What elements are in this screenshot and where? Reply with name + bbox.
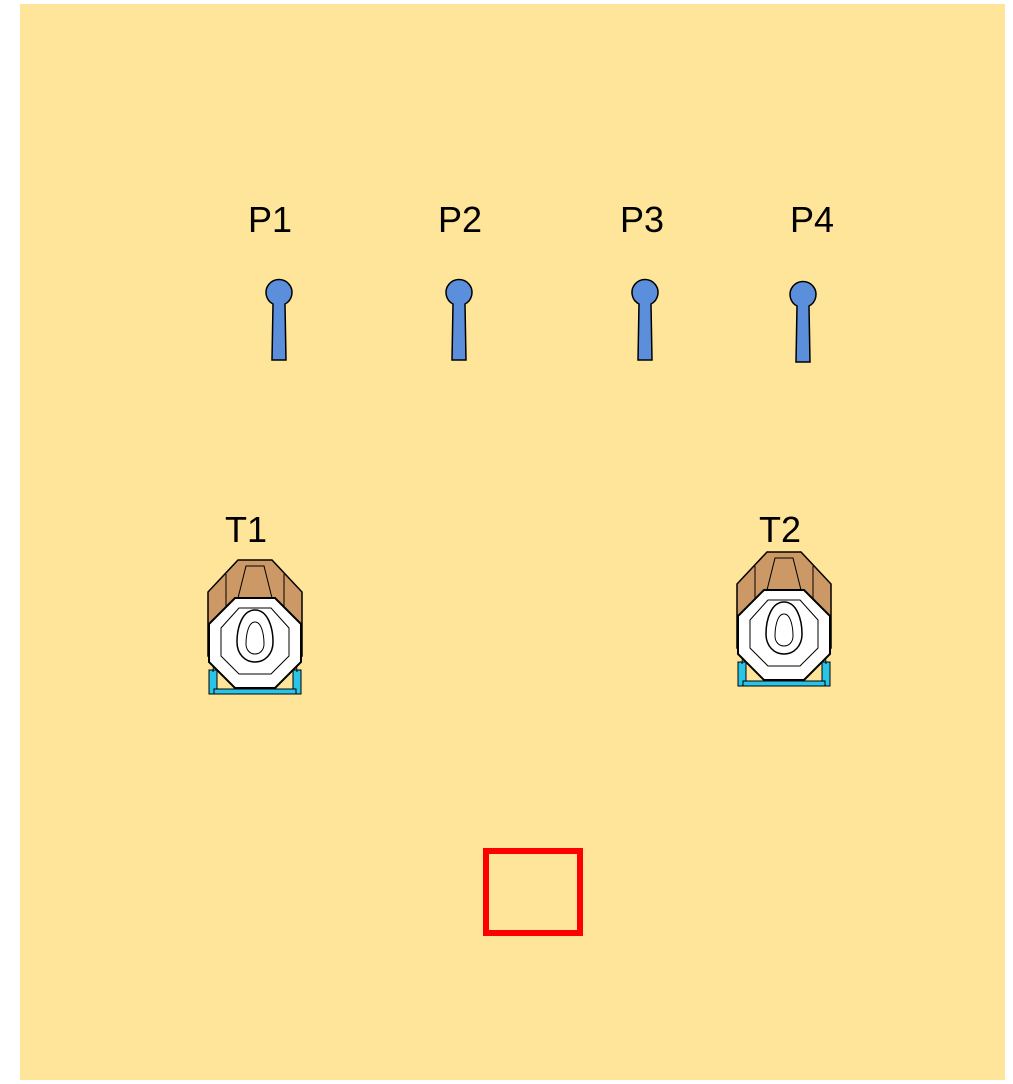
post-label-p2: P2 [438, 199, 483, 240]
start-position-box [483, 848, 583, 936]
post-label-p1: P1 [248, 199, 293, 240]
octagon-target-icon [736, 551, 832, 687]
post-marker-icon [789, 280, 817, 363]
post-label-p4: P4 [790, 199, 835, 240]
post-marker-icon [631, 278, 659, 361]
post-label-p3: P3 [620, 199, 665, 240]
target-label-t2: T2 [759, 509, 802, 550]
post-marker-icon [445, 278, 473, 361]
post-marker-icon [265, 278, 293, 361]
octagon-target-icon [207, 559, 303, 695]
target-label-t1: T1 [225, 509, 268, 550]
stage-diagram: P1 P2 P3 P4 T1 T2 [20, 4, 1005, 1080]
